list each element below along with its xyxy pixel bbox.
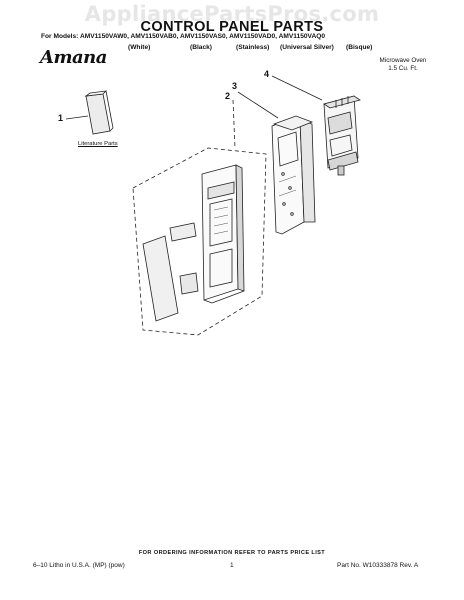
callout-3: 3 [232,81,238,91]
literature-parts-label: Literature Parts [78,141,118,147]
assembly-outline [132,147,267,336]
watermark: AppliancePartsPros.com [84,2,380,26]
model-color-universal-silver: (Universal Silver) [280,44,334,51]
model-color-white: (White) [128,44,151,51]
callout-leader-1 [65,115,89,120]
litho-info: 6–10 Litho in U.S.A. (MP) (pow) [33,562,125,569]
product-line-1: Microwave Oven [379,57,427,64]
keypad-label [179,272,199,295]
control-bracket [237,91,316,235]
electronic-control-board [271,75,361,176]
callout-2: 2 [225,91,231,101]
model-color-black: (Black) [190,44,212,51]
literature-booklet [65,90,114,135]
callout-4: 4 [264,69,270,79]
model-colors-row: (White) (Black) (Stainless) (Universal S… [0,44,464,54]
brand-logo: Amana [40,47,107,68]
models-line: For Models: AMV1150VAW0, AMV1150VAB0, AM… [41,33,326,40]
page-title: CONTROL PANEL PARTS [140,19,324,35]
callout-1: 1 [58,113,64,123]
product-description: Microwave Oven 1.5 Cu. Ft. [360,57,446,73]
product-line-2: 1.5 Cu. Ft. [388,65,418,72]
callout-leader-4 [271,75,323,101]
model-color-stainless: (Stainless) [236,44,270,51]
page-number: 1 [230,562,234,569]
model-color-bisque: (Bisque) [346,44,373,51]
callout-leader-3 [237,91,279,119]
control-panel-front [201,164,245,304]
membrane-keypad [142,235,179,322]
part-number: Part No. W10333878 Rev. A [337,562,419,569]
callout-leader-2 [232,99,236,149]
ordering-note: FOR ORDERING INFORMATION REFER TO PARTS … [138,550,326,556]
display-window [169,222,197,242]
